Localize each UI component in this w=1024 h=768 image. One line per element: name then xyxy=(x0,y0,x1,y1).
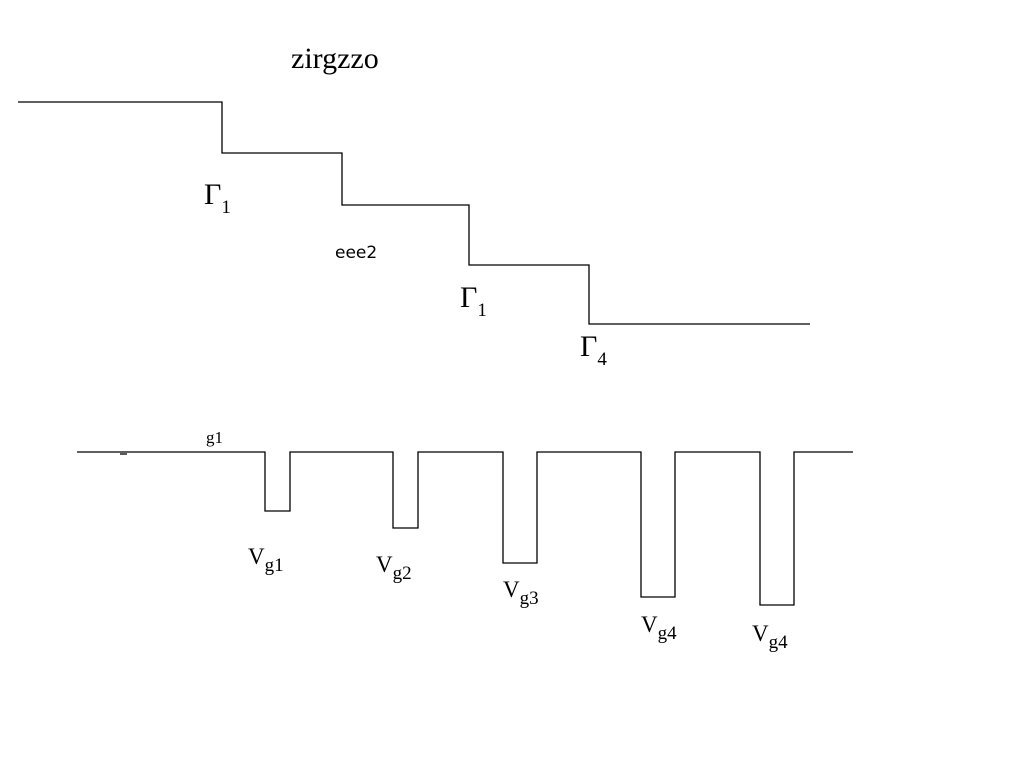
staircase-label-1: Γ1 xyxy=(204,178,231,218)
staircase-label-3-symbol: Γ xyxy=(580,330,597,363)
well-label-2: Vg2 xyxy=(376,552,412,584)
well-label-2-symbol: V xyxy=(376,552,393,577)
staircase-label-1-sub: 1 xyxy=(221,197,231,218)
diagram-title: zirgzzo xyxy=(291,42,379,75)
well-label-4: Vg4 xyxy=(641,612,677,644)
well-label-1: Vg1 xyxy=(248,544,284,576)
staircase-label-2: Γ1 xyxy=(460,281,487,321)
well-label-3-symbol: V xyxy=(503,577,520,602)
well-label-5-symbol: V xyxy=(752,621,769,646)
well-label-1-sub: g1 xyxy=(265,555,284,576)
staircase-label-2-symbol: Γ xyxy=(460,281,477,314)
well-label-3: Vg3 xyxy=(503,577,539,609)
well-label-5-sub: g4 xyxy=(769,632,789,653)
staircase-label-2-sub: 1 xyxy=(477,300,487,321)
well-label-4-symbol: V xyxy=(641,612,658,637)
well-label-4-sub: g4 xyxy=(658,623,678,644)
staircase-label-3: Γ4 xyxy=(580,330,607,370)
well-top-label: g1 xyxy=(206,428,223,447)
staircase-label-3-sub: 4 xyxy=(597,349,607,370)
staircase-profile xyxy=(18,101,810,325)
well-label-5: Vg4 xyxy=(752,621,788,653)
well-label-1-symbol: V xyxy=(248,544,265,569)
well-label-3-sub: g3 xyxy=(520,588,539,609)
well-profile xyxy=(77,451,853,606)
well-label-2-sub: g2 xyxy=(393,563,412,584)
staircase-label-1-symbol: Γ xyxy=(204,178,221,211)
staircase-annotation: eee2 xyxy=(335,243,377,263)
